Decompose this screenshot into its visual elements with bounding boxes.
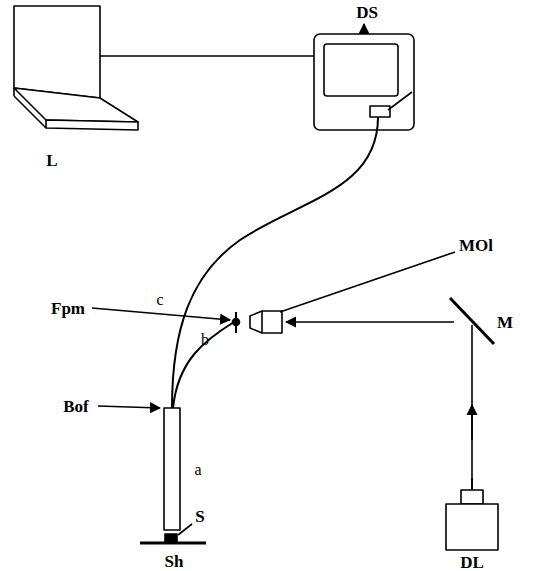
fiber-port: [370, 106, 390, 117]
part-label: DS: [356, 4, 378, 21]
laptop-base: [14, 88, 138, 122]
laser-head: [461, 490, 483, 504]
leader-line: [178, 524, 192, 535]
part-label: DL: [460, 554, 484, 571]
branch-label: a: [194, 462, 201, 478]
laser-beam: [286, 321, 454, 323]
part-label: Fpm: [51, 300, 85, 317]
data-cable: [100, 55, 314, 57]
part-label: Sh: [165, 553, 184, 570]
spectrometer-screen: [324, 44, 398, 96]
label-arrow: [98, 406, 160, 408]
fiber-positioner: [233, 319, 240, 326]
mirror: [450, 298, 494, 344]
laptop-screen: [14, 6, 100, 98]
part-label: M: [497, 314, 513, 331]
spectrometer-box: [314, 34, 414, 130]
laser-body: [446, 504, 498, 550]
part-label: L: [46, 152, 57, 169]
part-label: Bof: [63, 398, 89, 415]
part-label: S: [195, 508, 204, 525]
leader-line: [280, 252, 455, 312]
sample: [165, 534, 177, 542]
microscope-objective: [250, 311, 282, 333]
laptop-edge: [46, 120, 138, 130]
laptop-edge: [14, 96, 46, 128]
microscope-objective: [261, 311, 263, 333]
part-label: MOl: [459, 237, 493, 254]
branch-label: b: [201, 332, 209, 348]
laser-beam: [471, 325, 473, 490]
laser-beam: [471, 405, 473, 440]
probe-fiber: [164, 408, 180, 530]
label-arrow: [92, 308, 230, 320]
leader-line: [388, 92, 412, 110]
laptop-edge: [13, 88, 15, 96]
fiber-b: [173, 322, 234, 408]
label-arrow: [363, 24, 365, 34]
fiber-c: [172, 117, 378, 408]
branch-label: c: [156, 292, 163, 308]
sample-holder: [140, 542, 206, 545]
